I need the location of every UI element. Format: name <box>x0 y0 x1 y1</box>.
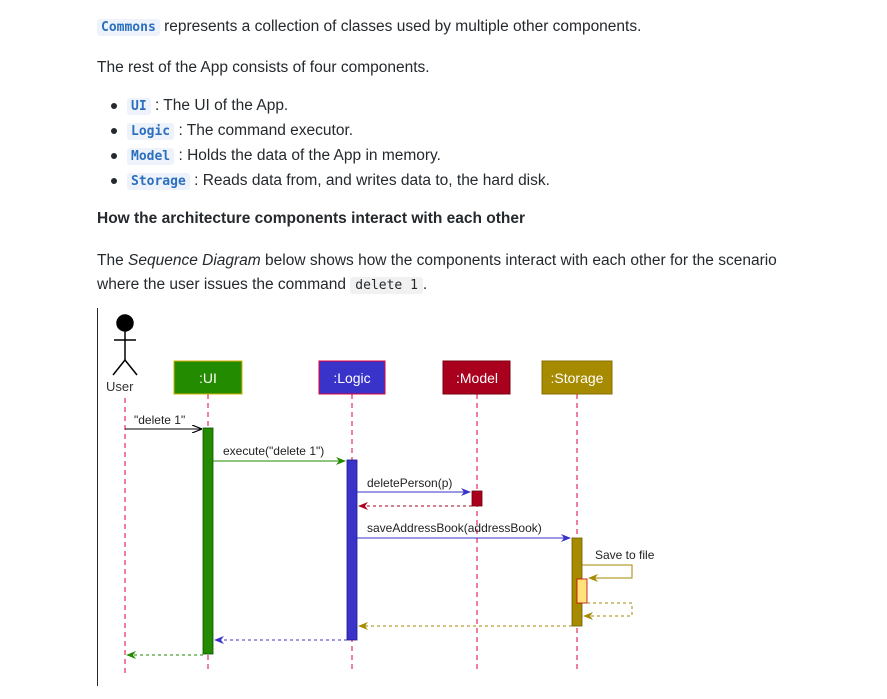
message-save-to-file-arrow <box>582 564 633 582</box>
command-code: delete 1 <box>350 277 423 294</box>
message-execute-label: execute("delete 1") <box>223 444 324 458</box>
message-deleteperson-label: deletePerson(p) <box>367 476 452 490</box>
sequence-diagram: User :UI :Logic :Model :Storage "delete … <box>106 314 655 673</box>
model-activation-bar <box>471 490 483 507</box>
return-save-to-file-arrow <box>583 602 633 620</box>
diagram-left-border <box>97 308 98 686</box>
storage-desc: : Reads data from, and writes data to, t… <box>194 172 550 189</box>
seq-middle: below shows how the components interact … <box>97 252 777 293</box>
participant-model: :Model <box>442 360 511 395</box>
participant-storage: :Storage <box>541 360 613 395</box>
commons-paragraph: Commons represents a collection of class… <box>97 18 641 36</box>
logic-activation-bar <box>346 459 358 641</box>
commons-text: represents a collection of classes used … <box>159 18 642 35</box>
list-item: UI : The UI of the App. <box>97 95 550 120</box>
participant-ui: :UI <box>173 360 243 395</box>
list-item: Storage : Reads data from, and writes da… <box>97 170 550 195</box>
seq-emphasis: Sequence Diagram <box>128 252 261 269</box>
model-desc: : Holds the data of the App in memory. <box>178 147 441 164</box>
seq-before: The <box>97 252 129 269</box>
participant-logic: :Logic <box>318 360 386 395</box>
participant-ui-label: :UI <box>199 370 217 386</box>
ui-desc: : The UI of the App. <box>154 97 289 114</box>
model-code: Model <box>127 148 175 165</box>
participant-model-label: :Model <box>456 370 498 386</box>
storage-inner-activation-bar <box>576 578 588 604</box>
actor-label: User <box>106 379 134 394</box>
user-actor-icon <box>112 314 138 376</box>
logic-desc: : The command executor. <box>178 122 354 139</box>
participant-logic-label: :Logic <box>333 370 370 386</box>
logic-code: Logic <box>127 123 175 140</box>
commons-code: Commons <box>97 19 160 36</box>
message-save-to-file-label: Save to file <box>595 548 655 562</box>
storage-code: Storage <box>127 173 190 190</box>
components-list: UI : The UI of the App. Logic : The comm… <box>97 95 550 195</box>
message-saveaddressbook-label: saveAddressBook(addressBook) <box>367 521 542 535</box>
ui-code: UI <box>127 98 151 115</box>
message-delete-1-label: "delete 1" <box>134 413 185 427</box>
list-item: Model : Holds the data of the App in mem… <box>97 145 550 170</box>
ui-activation-bar <box>202 427 214 655</box>
sequence-paragraph: The Sequence Diagram below shows how the… <box>97 249 817 298</box>
section-heading: How the architecture components interact… <box>97 210 526 227</box>
participant-storage-label: :Storage <box>551 370 604 386</box>
seq-after: . <box>422 276 428 293</box>
list-item: Logic : The command executor. <box>97 120 550 145</box>
rest-paragraph: The rest of the App consists of four com… <box>97 59 430 76</box>
